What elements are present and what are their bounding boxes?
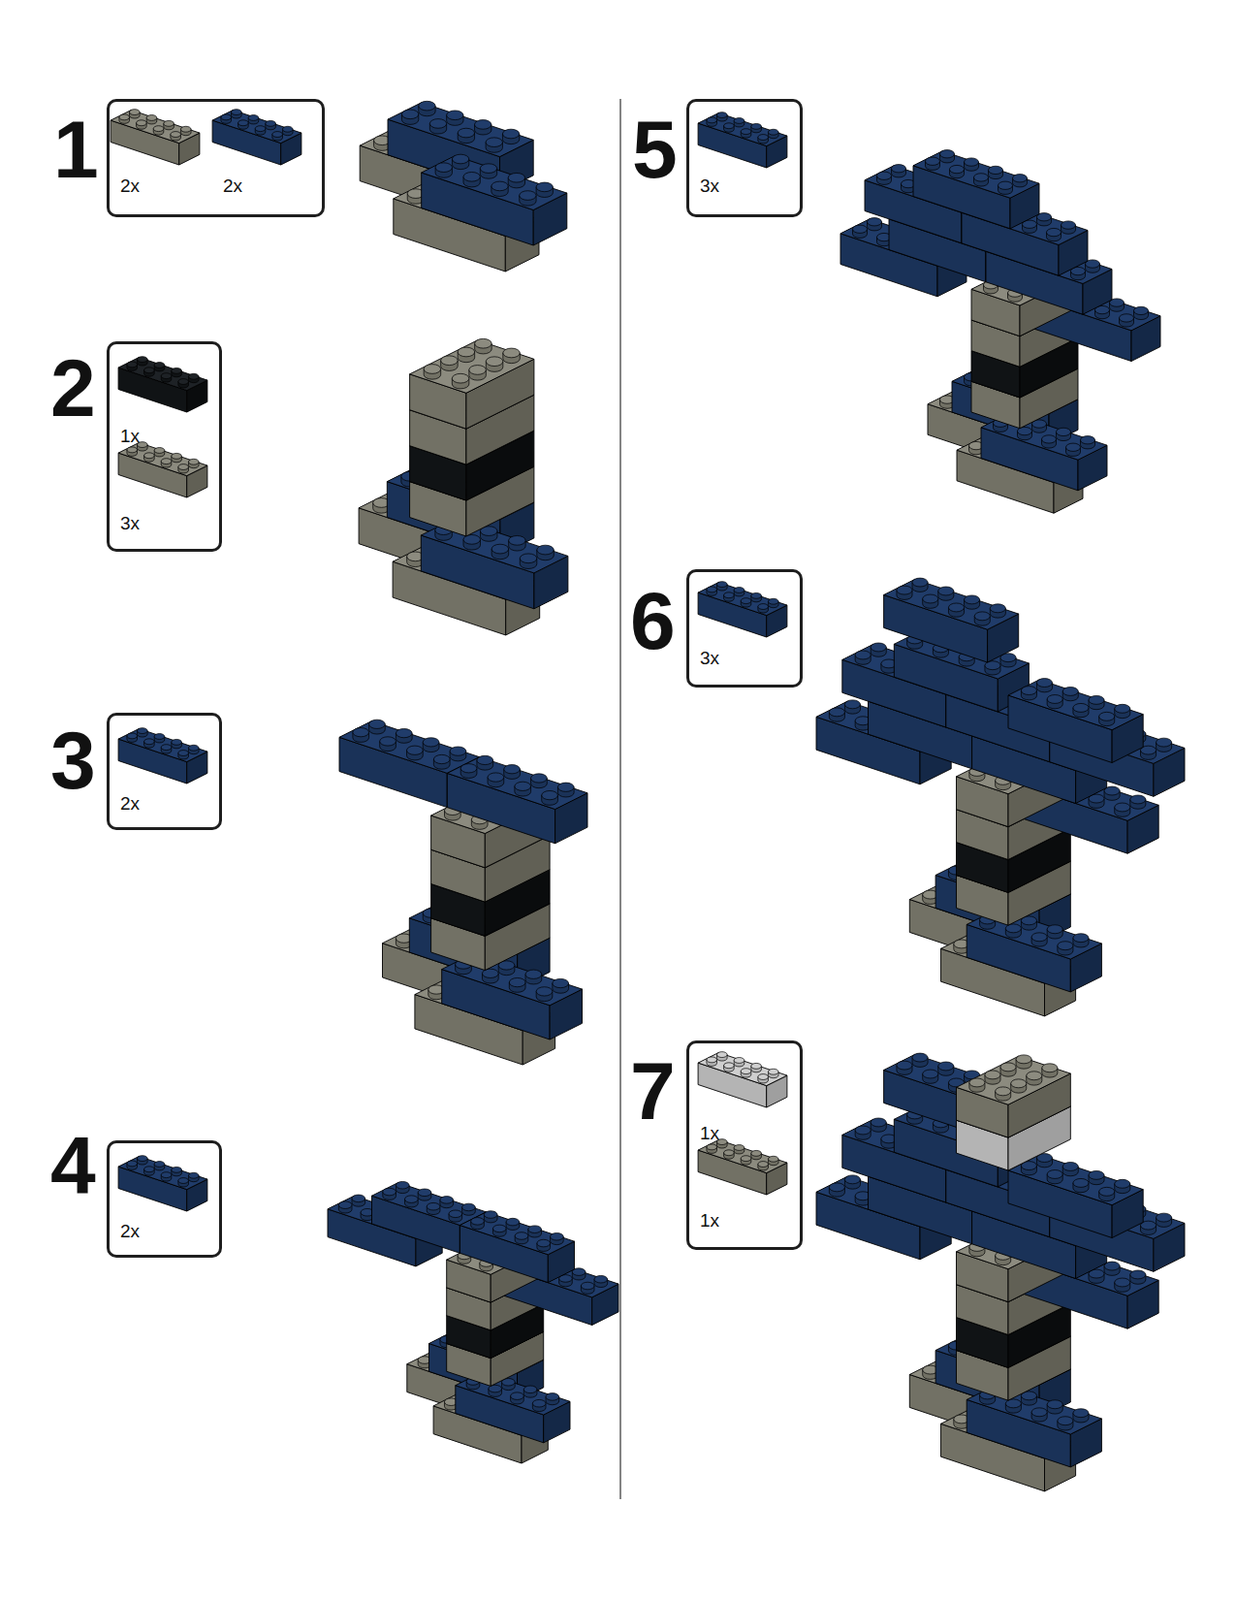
parts-box: 1x 1x: [686, 1040, 803, 1250]
step-number: 2: [50, 347, 96, 429]
divider-line: [619, 98, 621, 1499]
brick-model: [118, 442, 208, 498]
brick-model: [359, 100, 568, 272]
part-count: 2x: [222, 176, 243, 195]
brick-model: [697, 1139, 788, 1195]
parts-box: 2x 2x: [106, 98, 325, 218]
step-number: 3: [50, 719, 96, 801]
part-count: 1x: [699, 1210, 720, 1230]
brick-model: [212, 109, 302, 165]
parts-box: 2x: [106, 712, 222, 830]
part-count: 1x: [699, 1123, 720, 1142]
step-number: 1: [53, 108, 99, 191]
brick-model: [118, 728, 208, 784]
part-count: 2x: [120, 176, 140, 195]
brick-model: [118, 1155, 208, 1211]
step-number: 4: [50, 1124, 96, 1206]
part-count: 1x: [120, 426, 140, 445]
part-count: 3x: [699, 648, 720, 667]
brick-model: [816, 1052, 1185, 1491]
brick-model: [110, 109, 200, 165]
brick-model: [840, 150, 1161, 514]
part-count: 3x: [120, 513, 140, 533]
parts-box: 3x: [686, 569, 803, 688]
brick-model: [697, 1051, 788, 1108]
step-number: 7: [630, 1049, 676, 1132]
step-number: 6: [630, 579, 676, 662]
parts-box: 2x: [106, 1140, 222, 1258]
part-count: 2x: [120, 793, 140, 813]
brick-model: [697, 112, 788, 168]
brick-model: [327, 1180, 619, 1463]
brick-model: [358, 338, 569, 635]
brick-model: [339, 719, 588, 1065]
step-number: 5: [632, 108, 678, 191]
brick-model: [816, 577, 1185, 1016]
parts-box: 3x: [686, 98, 803, 218]
part-count: 3x: [699, 176, 720, 195]
brick-model: [697, 581, 788, 637]
part-count: 2x: [120, 1221, 140, 1240]
brick-model: [118, 356, 208, 412]
parts-box: 1x 3x: [106, 341, 222, 552]
brick-models: [110, 100, 1185, 1491]
